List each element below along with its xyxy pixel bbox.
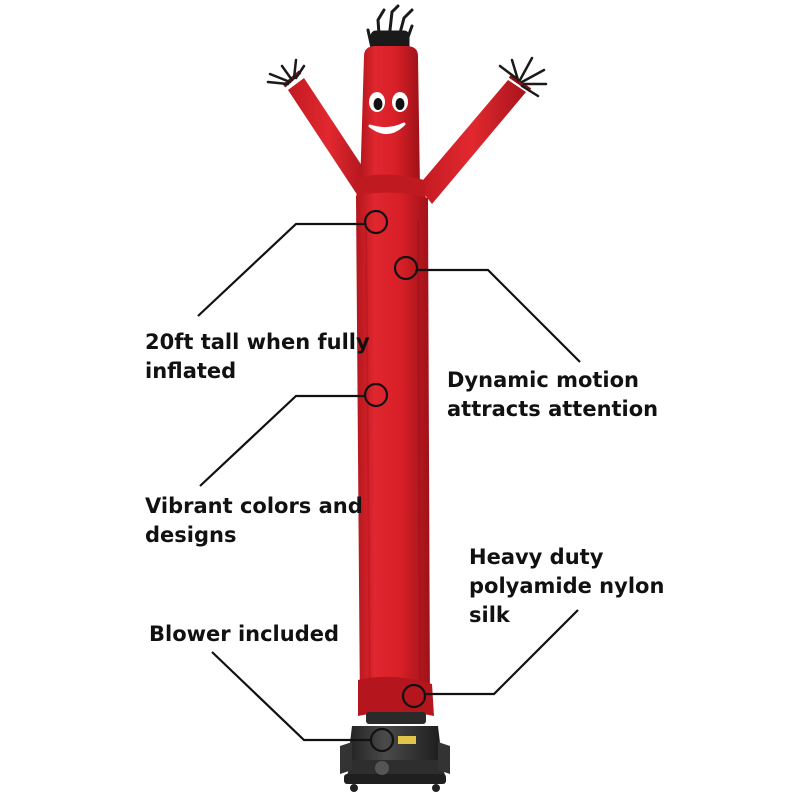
callout-motion-line2: attracts attention (447, 397, 659, 421)
leader-line-colors (199, 382, 389, 487)
callout-motion-line1: Dynamic motion (447, 368, 640, 392)
head (360, 46, 420, 190)
callout-blower: Blower included (149, 620, 339, 649)
callout-tall: 20ft tall when fully inflated (145, 328, 370, 386)
callout-nylon-line2: polyamide nylon (469, 574, 665, 598)
callout-colors-line2: designs (145, 523, 237, 547)
leader-line-nylon (401, 609, 579, 709)
leader-line-motion (393, 255, 581, 363)
leader-line-blower (211, 651, 395, 753)
callout-nylon-line3: silk (469, 603, 510, 627)
tube-base (358, 676, 434, 716)
callout-motion: Dynamic motion attracts attention (447, 366, 658, 424)
callout-nylon-line1: Heavy duty (469, 545, 604, 569)
callout-colors-line1: Vibrant colors and (145, 494, 363, 518)
top-tassel (366, 4, 414, 52)
body-tube (356, 192, 430, 712)
callout-blower-line1: Blower included (149, 622, 339, 646)
leader-line-tall (197, 209, 389, 317)
left-arm (266, 58, 370, 196)
blower (340, 712, 450, 792)
callout-nylon: Heavy duty polyamide nylon silk (469, 543, 664, 630)
callout-tall-line2: inflated (145, 359, 237, 383)
callout-colors: Vibrant colors and designs (145, 492, 363, 550)
callout-tall-line1: 20ft tall when fully (145, 330, 370, 354)
right-arm (418, 56, 548, 204)
face-icon (368, 92, 408, 134)
